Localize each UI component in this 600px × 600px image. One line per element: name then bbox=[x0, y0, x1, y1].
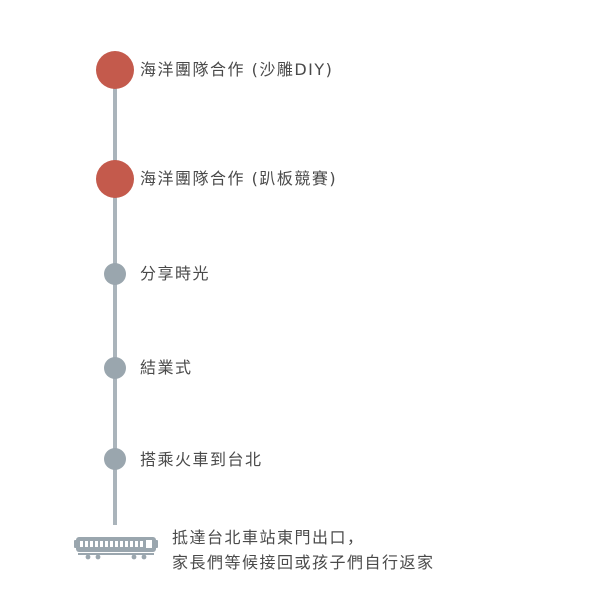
timeline-line bbox=[113, 70, 117, 525]
train-icon bbox=[74, 537, 158, 560]
timeline-label-4: 結業式 bbox=[140, 358, 193, 377]
final-destination-text: 抵達台北車站東門出口， 家長們等候接回或孩子們自行返家 bbox=[172, 525, 435, 575]
timeline-node-2 bbox=[96, 160, 134, 198]
timeline-node-3 bbox=[104, 263, 126, 285]
timeline-node-1 bbox=[96, 51, 134, 89]
timeline-label-1: 海洋團隊合作 (沙雕DIY) bbox=[140, 60, 334, 79]
timeline-label-5: 搭乘火車到台北 bbox=[140, 450, 263, 469]
timeline-node-4 bbox=[104, 357, 126, 379]
timeline-label-2: 海洋團隊合作 (趴板競賽) bbox=[140, 169, 338, 188]
timeline-node-5 bbox=[104, 448, 126, 470]
final-text-line-1: 抵達台北車站東門出口， bbox=[172, 528, 365, 547]
final-text-line-2: 家長們等候接回或孩子們自行返家 bbox=[172, 553, 435, 572]
timeline-label-3: 分享時光 bbox=[140, 264, 211, 283]
